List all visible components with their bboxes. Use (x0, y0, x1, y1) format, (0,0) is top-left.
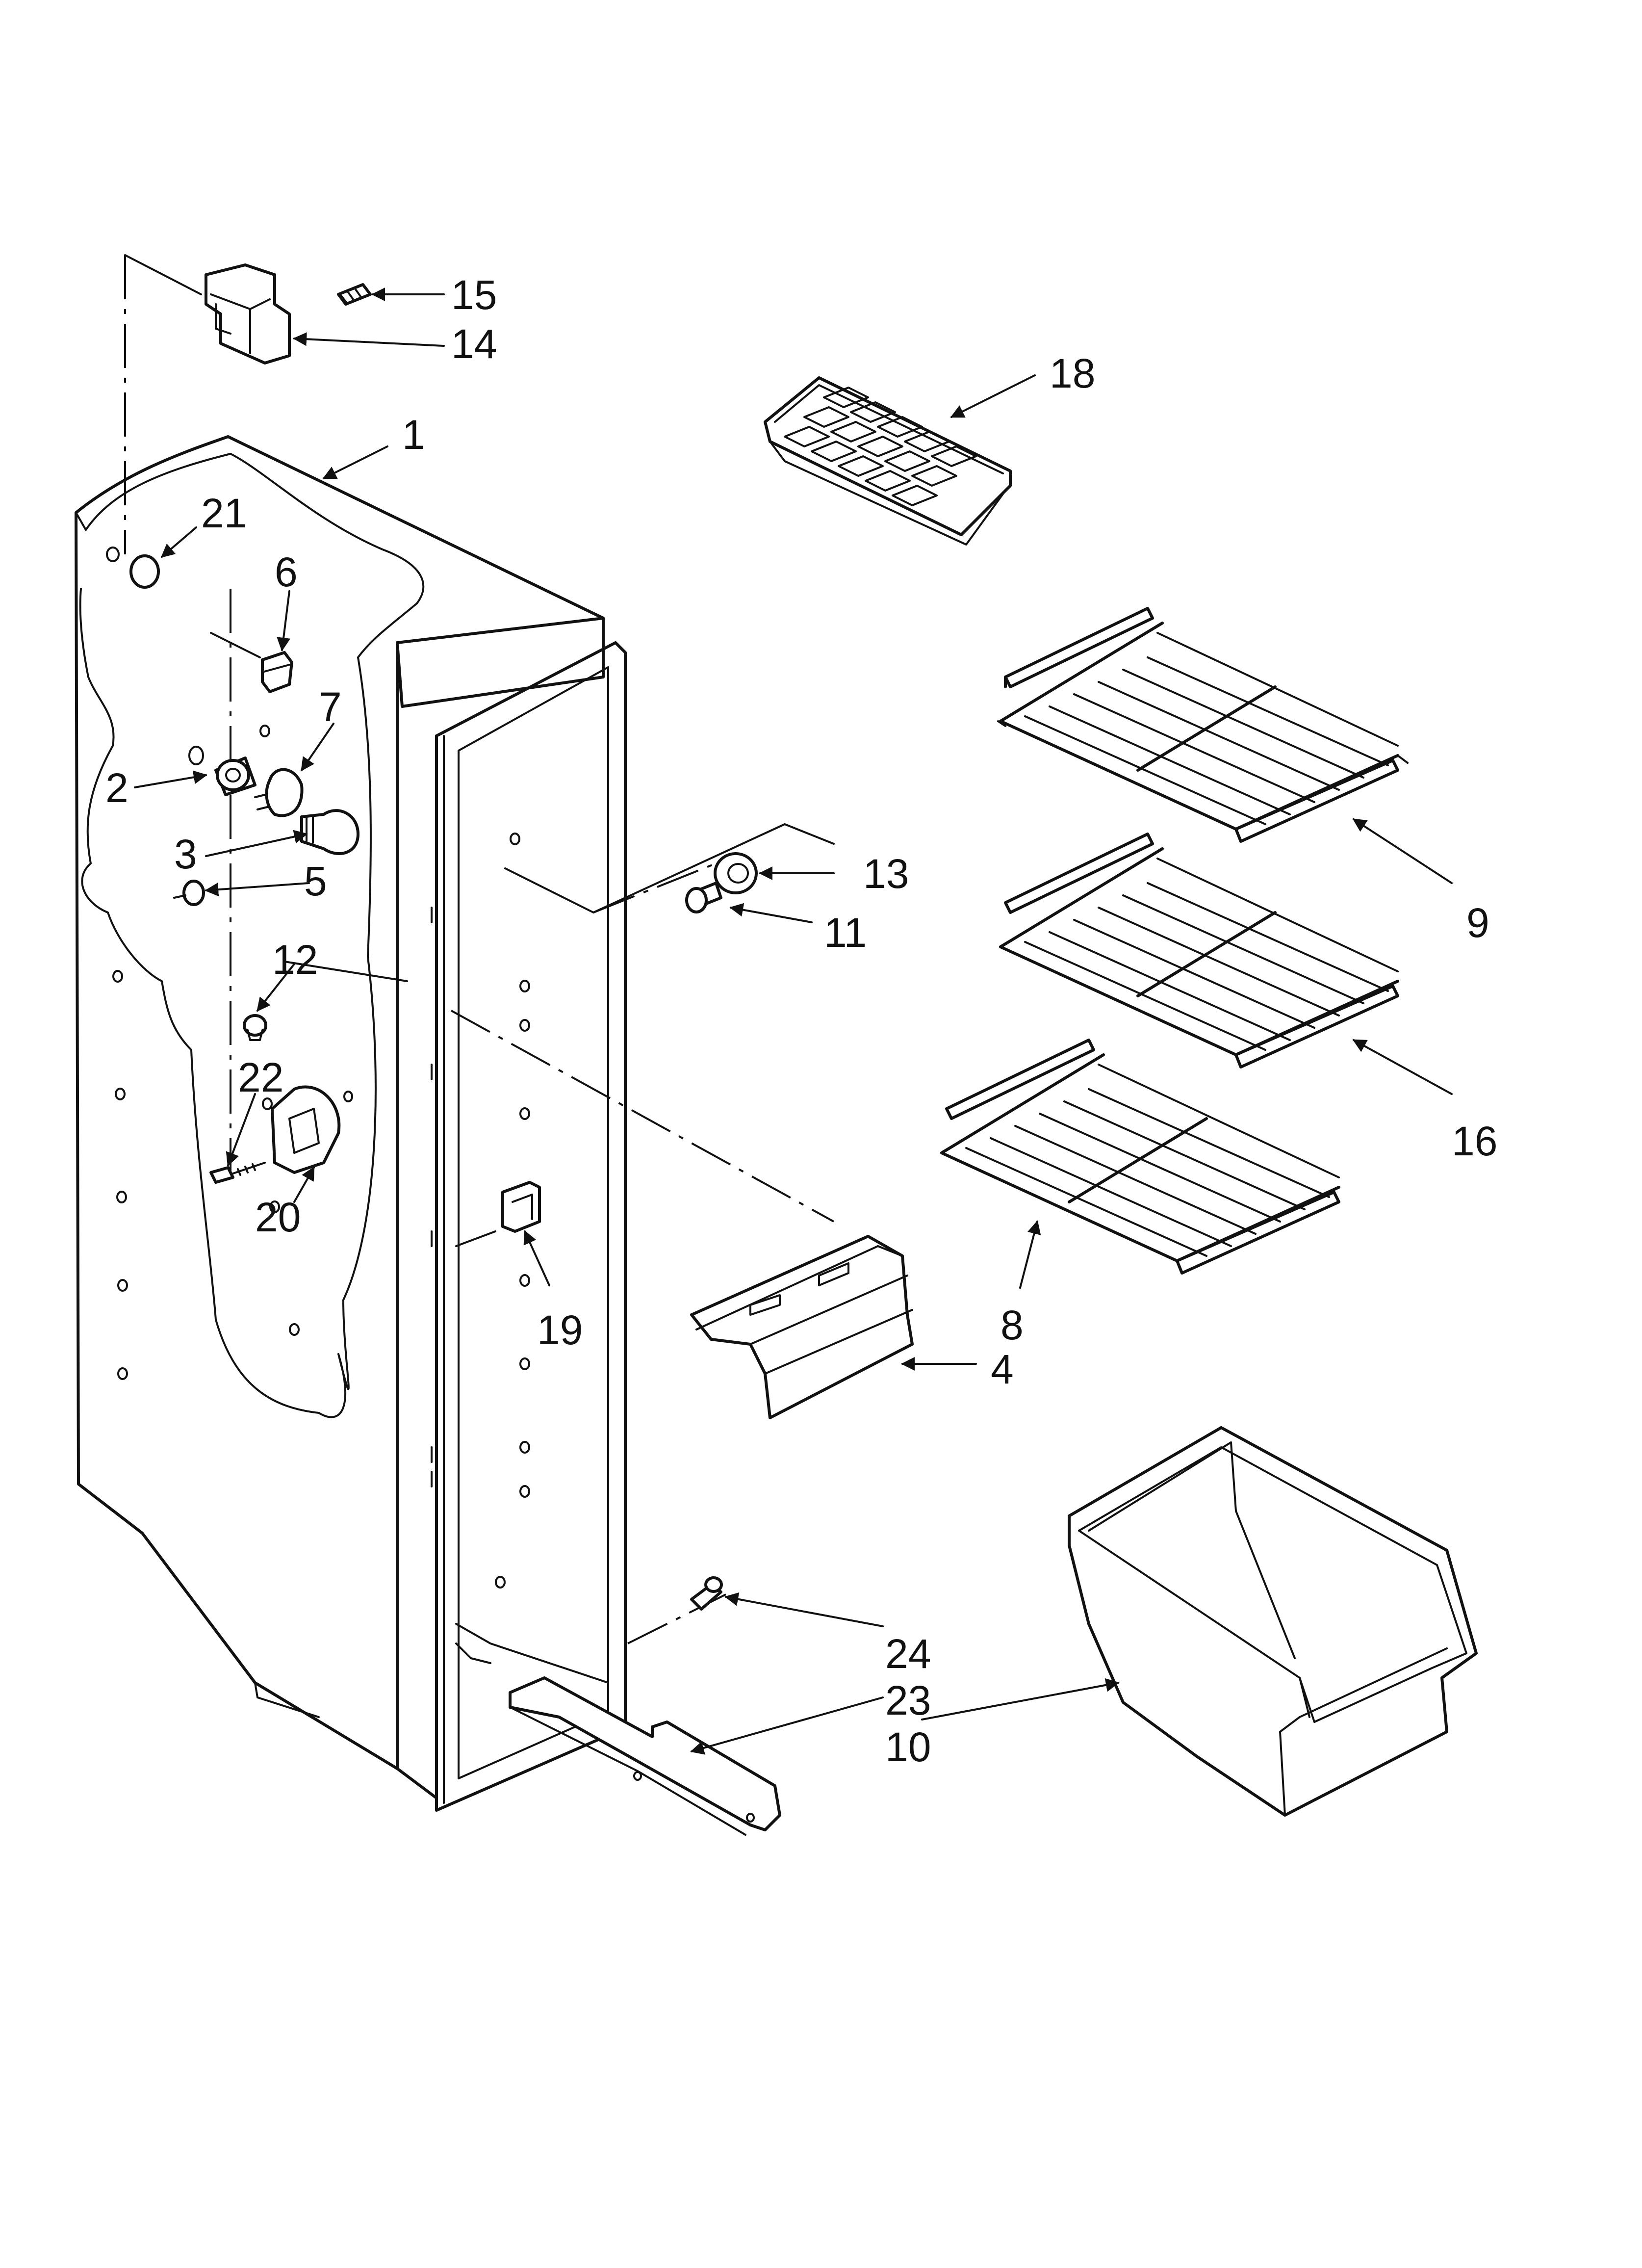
callout-19: 19 (537, 1307, 583, 1353)
cabinet-liner (75, 435, 627, 1812)
callout-8: 8 (1001, 1302, 1024, 1348)
duct-cover-4 (690, 1235, 914, 1419)
crisper-bin-10 (1068, 1426, 1478, 1817)
callout-7: 7 (319, 684, 342, 730)
callout-11: 11 (824, 910, 867, 956)
callout-2: 2 (105, 765, 128, 811)
shelf-16 (999, 833, 1399, 1069)
callout-1: 1 (402, 412, 425, 458)
callout-20: 20 (255, 1194, 301, 1240)
grommet-5 (173, 880, 205, 906)
control-housing-20 (271, 1085, 353, 1174)
shelf-8 (940, 1039, 1340, 1275)
callout-16: 16 (1452, 1118, 1497, 1164)
callout-5: 5 (304, 858, 327, 904)
clip-6 (261, 651, 293, 693)
ice-tray-18 (764, 376, 1012, 546)
callout-13: 13 (863, 851, 909, 897)
callout-14: 14 (451, 321, 497, 367)
lamp-bracket-7 (254, 768, 304, 817)
callout-3: 3 (174, 831, 197, 877)
callout-12: 12 (272, 937, 318, 983)
screw-12 (243, 1014, 267, 1041)
callout-6: 6 (275, 549, 298, 595)
callout-labels: 15 14 18 1 21 6 7 2 3 5 12 22 20 19 13 1… (105, 272, 1497, 1770)
callout-18: 18 (1050, 350, 1095, 396)
callout-24: 24 (885, 1631, 931, 1677)
callout-9: 9 (1466, 900, 1489, 946)
leader-arrows (134, 287, 1453, 1755)
callout-4: 4 (991, 1346, 1014, 1392)
callout-23: 23 (885, 1677, 931, 1723)
screw-11 (685, 882, 722, 913)
callout-21: 21 (201, 490, 247, 536)
callout-22: 22 (238, 1054, 283, 1100)
roller-13 (714, 852, 758, 894)
switch-housing (205, 263, 291, 365)
switch-19 (501, 1181, 541, 1233)
callout-10: 10 (885, 1724, 931, 1770)
screw-15 (337, 283, 372, 306)
callout-15: 15 (451, 272, 497, 318)
screw-24 (690, 1576, 723, 1611)
screw-22 (209, 1162, 266, 1184)
plug-21 (129, 554, 160, 589)
light-socket-2 (188, 746, 257, 796)
alignment-lines (124, 254, 835, 1644)
light-bulb-3 (300, 809, 359, 855)
shelf-9 (997, 607, 1409, 843)
bottom-rail-23 (509, 1676, 781, 1836)
